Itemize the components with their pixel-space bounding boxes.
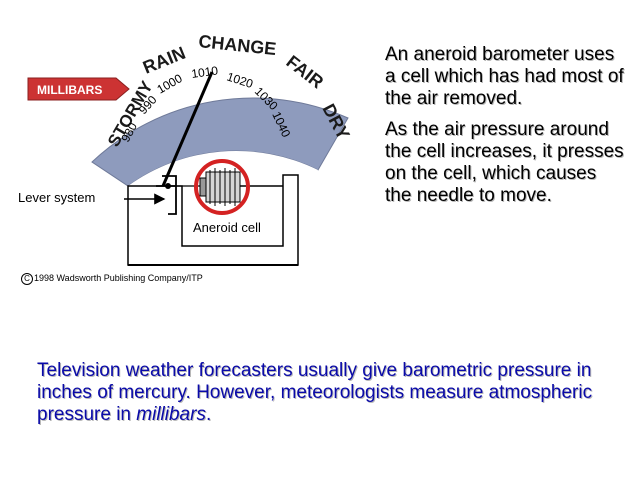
explanation-text: An aneroid barometer uses a cell which h… xyxy=(385,44,625,216)
weather-label-fair: FAIR xyxy=(283,51,328,92)
aneroid-barometer-diagram: STORMY RAIN CHANGE FAIR DRY 980 990 1000… xyxy=(18,31,354,266)
copyright-text: 1998 Wadsworth Publishing Company/ITP xyxy=(34,273,203,283)
aneroid-cell-label: Aneroid cell xyxy=(193,220,261,235)
forecaster-note: Television weather forecasters usually g… xyxy=(37,360,627,426)
cell-highlight-circle xyxy=(194,159,250,215)
lever-system-label: Lever system xyxy=(18,190,95,205)
millibars-label: MILLIBARS xyxy=(37,83,102,97)
millibars-emphasis: millibars xyxy=(136,404,206,425)
forecaster-note-text: Television weather forecasters usually g… xyxy=(37,360,593,425)
scale-1000: 1000 xyxy=(155,71,185,97)
explanation-paragraph-2: As the air pressure around the cell incr… xyxy=(385,119,624,206)
weather-label-change: CHANGE xyxy=(198,31,278,59)
scale-1020: 1020 xyxy=(225,70,255,92)
weather-label-rain: RAIN xyxy=(140,43,188,78)
copyright-symbol: C xyxy=(21,273,33,285)
needle xyxy=(161,71,214,187)
forecaster-note-end: . xyxy=(205,404,212,425)
millibars-label-box xyxy=(27,77,130,101)
explanation-paragraph-1: An aneroid barometer uses a cell which h… xyxy=(385,44,624,109)
aneroid-cell xyxy=(199,168,241,206)
scale-1010: 1010 xyxy=(190,63,219,81)
